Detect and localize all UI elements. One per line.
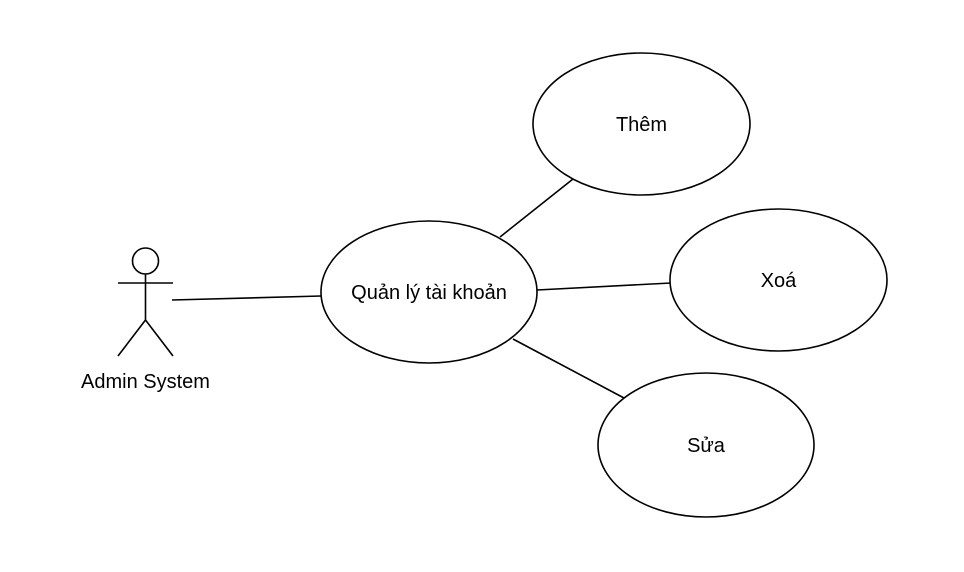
use-case-main-ellipse: [320, 220, 538, 364]
association-main-them: [499, 178, 574, 238]
actor-stick-figure-icon: [117, 247, 174, 357]
use-case-main-label: Quản lý tài khoản: [351, 282, 507, 304]
association-main-xoa: [536, 282, 672, 291]
association-main-sua: [512, 338, 625, 399]
use-case-main: Quản lý tài khoản: [320, 220, 538, 364]
use-case-sua: Sửa: [597, 372, 815, 518]
use-case-them: Thêm: [532, 52, 751, 196]
use-case-them-label: Thêm: [616, 114, 667, 136]
use-case-xoa: Xoá: [669, 208, 888, 352]
use-case-xoa-label: Xoá: [761, 270, 797, 292]
use-case-xoa-ellipse: [669, 208, 888, 352]
use-case-sua-label: Sửa: [687, 435, 726, 457]
use-case-them-ellipse: [532, 52, 751, 196]
actor-head: [131, 247, 160, 275]
actor-right-leg: [144, 319, 174, 357]
use-case-sua-ellipse: [597, 372, 815, 518]
actor-label: Admin System: [81, 371, 210, 393]
association-actor-main: [171, 295, 322, 301]
actor-left-leg: [117, 319, 147, 357]
